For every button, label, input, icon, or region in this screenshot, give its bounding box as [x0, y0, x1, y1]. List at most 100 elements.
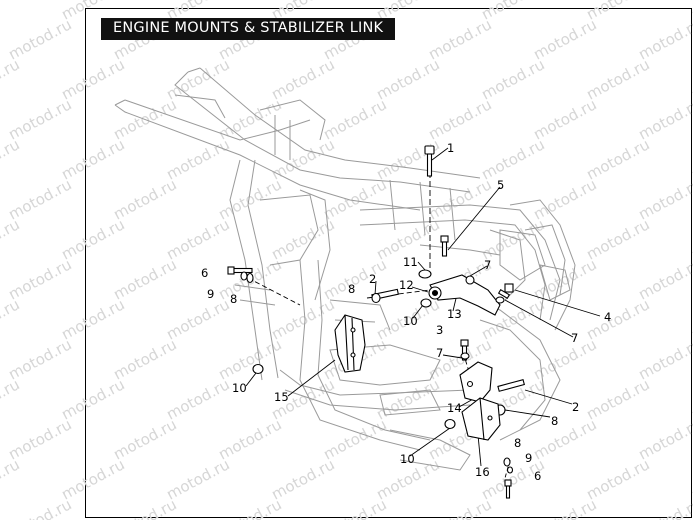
watermark-text: motod.ru — [425, 15, 494, 63]
watermark-text: motod.ru — [110, 175, 179, 223]
watermark-text: motod.ru — [5, 335, 74, 383]
watermark-text: motod.ru — [320, 495, 389, 520]
watermark-text: motod.ru — [58, 135, 127, 183]
callout-7: 7 — [571, 331, 578, 345]
watermark-text: motod.ru — [530, 495, 599, 520]
callout-5: 5 — [497, 178, 504, 192]
watermark-text: motod.ru — [583, 0, 652, 24]
callout-10: 10 — [403, 314, 418, 328]
hardware-parts — [227, 145, 526, 499]
watermark-text: motod.ru — [478, 135, 547, 183]
washer-8-bottom — [503, 457, 511, 467]
callout-8: 8 — [551, 414, 558, 428]
watermark-text: motod.ru — [5, 255, 74, 303]
watermark-text: motod.ru — [58, 55, 127, 103]
watermark-text: motod.ru — [635, 495, 693, 520]
callout-8: 8 — [230, 292, 237, 306]
watermark-text: motod.ru — [110, 415, 179, 463]
page-title: ENGINE MOUNTS & STABILIZER LINK — [113, 20, 384, 36]
callout-15: 15 — [274, 390, 289, 404]
nut-10-left — [252, 363, 264, 375]
watermark-text: motod.ru — [0, 135, 23, 183]
watermark-text: motod.ru — [478, 55, 547, 103]
watermark-text: motod.ru — [110, 255, 179, 303]
watermark-text: motod.ru — [58, 375, 127, 423]
watermark-text: motod.ru — [163, 215, 232, 263]
washer-11 — [418, 269, 432, 279]
washer-8-left — [246, 272, 254, 284]
watermark-text: motod.ru — [0, 55, 23, 103]
watermark-text: motod.ru — [583, 375, 652, 423]
washer-9-bottom — [506, 466, 514, 474]
callout-10: 10 — [232, 381, 247, 395]
watermark-text: motod.ru — [5, 495, 74, 520]
watermark-text: motod.ru — [0, 215, 23, 263]
watermark-text: motod.ru — [583, 455, 652, 503]
watermark-text: motod.ru — [58, 295, 127, 343]
washer-7-right — [495, 296, 505, 304]
washer-7-mid — [460, 352, 470, 360]
bolt-1 — [424, 145, 435, 177]
watermark-text: motod.ru — [110, 335, 179, 383]
callout-7: 7 — [484, 258, 491, 272]
watermark-text: motod.ru — [215, 95, 284, 143]
motorcycle-frame-drawing — [114, 67, 576, 471]
watermark-text: motod.ru — [268, 135, 337, 183]
watermark-text: motod.ru — [530, 15, 599, 63]
watermark-text: motod.ru — [163, 135, 232, 183]
watermark-text: motod.ru — [320, 175, 389, 223]
callout-4: 4 — [604, 310, 611, 324]
watermark-text: motod.ru — [583, 135, 652, 183]
callout-16: 16 — [475, 465, 490, 479]
callout-6: 6 — [201, 266, 208, 280]
bolt-6-left — [227, 266, 253, 275]
watermark-text: motod.ru — [163, 375, 232, 423]
callout-2: 2 — [369, 272, 376, 286]
stabilizer-link-13 — [428, 274, 501, 316]
bolt-6-bottom — [504, 479, 512, 499]
bolt-5 — [440, 235, 449, 257]
callout-13: 13 — [447, 307, 462, 321]
watermark-text: motod.ru — [0, 295, 23, 343]
callout-7: 7 — [436, 346, 443, 360]
watermark-text: motod.ru — [583, 215, 652, 263]
callout-9: 9 — [207, 287, 214, 301]
watermark-text: motod.ru — [163, 55, 232, 103]
nut-10-upper — [420, 298, 432, 308]
watermark-text: motod.ru — [425, 495, 494, 520]
watermark-text: motod.ru — [0, 375, 23, 423]
front-mount-15 — [334, 314, 366, 373]
callout-8: 8 — [514, 436, 521, 450]
nut-10-lower — [444, 418, 456, 430]
watermark-text: motod.ru — [530, 415, 599, 463]
rear-mount-bracket-14 — [459, 361, 493, 403]
bolt-4 — [497, 283, 514, 299]
watermark-text: motod.ru — [425, 95, 494, 143]
watermark-text: motod.ru — [5, 415, 74, 463]
bolt-2-upper — [371, 288, 399, 304]
callout-9: 9 — [525, 451, 532, 465]
watermark-text: motod.ru — [215, 495, 284, 520]
watermark-text: motod.ru — [583, 295, 652, 343]
rear-mount-16 — [461, 397, 501, 441]
watermark-text: motod.ru — [320, 95, 389, 143]
callout-8: 8 — [348, 282, 355, 296]
watermark-text: motod.ru — [425, 175, 494, 223]
title-bar: ENGINE MOUNTS & STABILIZER LINK — [101, 18, 395, 40]
callout-1: 1 — [447, 141, 454, 155]
watermark-text: motod.ru — [530, 95, 599, 143]
washer-9-left — [240, 271, 248, 281]
watermark-text: motod.ru — [0, 0, 23, 24]
diagram-frame — [85, 8, 692, 518]
watermark-text: motod.ru — [5, 175, 74, 223]
callout-14: 14 — [447, 401, 462, 415]
watermark-text: motod.ru — [163, 455, 232, 503]
callout-11: 11 — [403, 255, 418, 269]
watermark-text: motod.ru — [58, 455, 127, 503]
watermark-text: motod.ru — [110, 495, 179, 520]
watermark-text: motod.ru — [215, 415, 284, 463]
watermark-text: motod.ru — [583, 55, 652, 103]
watermark-text: motod.ru — [268, 455, 337, 503]
